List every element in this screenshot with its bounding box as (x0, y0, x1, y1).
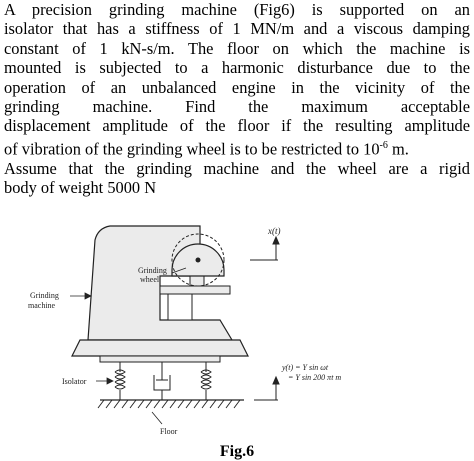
problem-line-2: isolator that has a stiffness of 1 MN/m … (4, 19, 470, 39)
machine-base (71, 339, 249, 357)
workpiece (167, 293, 193, 321)
yt-arrow (254, 375, 280, 401)
problem-line-6: grinding machine. Find the maximum accep… (4, 97, 470, 117)
worktable (159, 285, 231, 295)
xt-arrow (250, 235, 280, 261)
grinding-wheel-label-2: wheel (140, 275, 160, 284)
grinding-machine-label-1: Grinding (30, 291, 59, 300)
problem-line-7: displacement amplitude of the floor if t… (4, 116, 470, 136)
wheel-hub (195, 257, 201, 263)
isolator-label: Isolator (62, 377, 87, 386)
problem-line-1: A precision grinding machine (Fig6) is s… (4, 0, 470, 19)
floor-label: Floor (160, 427, 178, 436)
isolator-arrow (96, 377, 114, 385)
grinding-machine-arrow (70, 292, 92, 300)
grinding-machine-figure: x(t) y(t) = Y sin ωt = Y sin 200 πt m Gr… (28, 225, 341, 436)
isolator-left (114, 362, 126, 400)
problem-statement: A precision grinding machine (Fig6) is s… (4, 0, 470, 198)
floor-hatch (97, 399, 241, 409)
problem-line-8: of vibration of the grinding wheel is to… (4, 136, 470, 159)
grinding-machine-label-2: machine (28, 301, 56, 310)
problem-line-10: body of weight 5000 N (4, 178, 157, 198)
yt-label-1: y(t) = Y sin ωt (281, 363, 329, 372)
isolator-right (200, 362, 212, 400)
yt-label-2: = Y sin 200 πt m (288, 373, 341, 382)
problem-line-9: Assume that the grinding machine and the… (4, 158, 470, 178)
grinding-wheel-leader (171, 267, 187, 274)
unit: m. (387, 139, 409, 159)
problem-line-3: constant of 1 kN-s/m. The floor on which… (4, 38, 470, 58)
base-plate (99, 355, 221, 363)
problem-line-4: mounted is subjected to a harmonic distu… (4, 58, 470, 78)
exponent: -6 (379, 139, 388, 151)
xt-label: x(t) (267, 226, 281, 236)
damper (153, 362, 171, 400)
figure-caption: Fig.6 (219, 443, 255, 460)
floor-leader (151, 411, 163, 425)
problem-line-8-text: of vibration of the grinding wheel is to… (4, 139, 380, 159)
grinding-wheel-label-1: Grinding (138, 266, 167, 275)
problem-line-5: operation of an unbalanced engine in the… (4, 77, 470, 97)
